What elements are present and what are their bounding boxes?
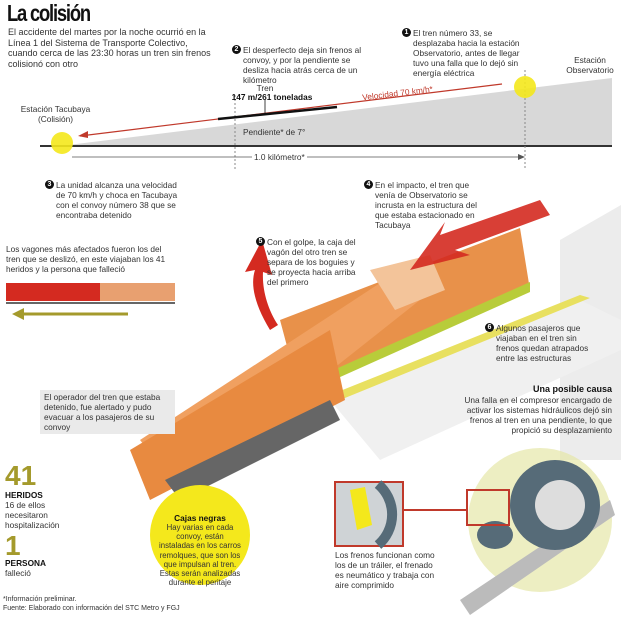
cause-text: Una falla en el compresor encargado de a… xyxy=(464,395,612,435)
station-observatorio: Estación Observatorio xyxy=(566,55,614,75)
projection-arrow-icon xyxy=(245,240,278,330)
small-train-red xyxy=(6,283,101,301)
source: Fuente: Elaborado con información del ST… xyxy=(3,605,180,612)
slope-ground xyxy=(60,78,612,146)
deaths-label: PERSONA xyxy=(5,558,47,568)
small-train-orange xyxy=(100,283,175,301)
collision-point-icon xyxy=(51,132,73,154)
failure-point-icon xyxy=(514,76,536,98)
station-tacubaya: Estación Tacubaya(Colisión) xyxy=(20,104,91,124)
inset-wheel xyxy=(374,480,398,549)
page-title: La colisión xyxy=(7,0,91,26)
black-boxes-title: Cajas negras xyxy=(174,513,226,523)
platform xyxy=(330,300,621,460)
train-stationed-stripe xyxy=(300,282,530,395)
intro-text: El accidente del martes por la noche ocu… xyxy=(8,27,211,69)
guide-wheel xyxy=(477,521,513,549)
black-boxes-badge xyxy=(150,485,250,585)
black-boxes-text: Hay varias en cada convoy, están instala… xyxy=(159,523,241,588)
train-specs: 147 m/261 toneladas xyxy=(231,92,313,102)
deaths-detail: falleció xyxy=(5,568,31,578)
cause-title: Una posible causa xyxy=(532,384,612,394)
train-sliding-body xyxy=(130,330,345,500)
injured-label: HERIDOS xyxy=(5,490,43,500)
train-label: Tren xyxy=(256,83,274,93)
platform-edge xyxy=(330,295,590,400)
brake-highlight xyxy=(466,489,510,526)
slope-label: Pendiente* de 7° xyxy=(243,127,306,137)
deaths-count: 1 xyxy=(5,530,21,561)
impact-arrow-icon xyxy=(410,200,550,270)
debris xyxy=(370,255,445,310)
operator-note: El operador del tren que estaba detenido… xyxy=(40,390,175,434)
train-marker xyxy=(217,105,338,121)
wagons-note: Los vagones más afectados fueron los del… xyxy=(6,244,166,274)
injured-count: 41 xyxy=(5,460,37,491)
wheel-hub xyxy=(535,480,585,530)
footnote: *Información preliminar. xyxy=(3,596,77,603)
distance-arrowhead xyxy=(518,154,525,160)
bogies xyxy=(165,400,340,500)
injured-detail: 16 de ellos necesitaron hospitalización xyxy=(5,500,60,530)
brake-pad xyxy=(350,487,372,530)
distance-label: 1.0 kilómetro* xyxy=(252,152,307,162)
direction-arrowhead xyxy=(12,308,24,320)
speed-arrow xyxy=(79,83,503,137)
speed-arrowhead xyxy=(78,131,88,138)
brakes-note: Los frenos funcionan como los de un trái… xyxy=(335,550,435,590)
